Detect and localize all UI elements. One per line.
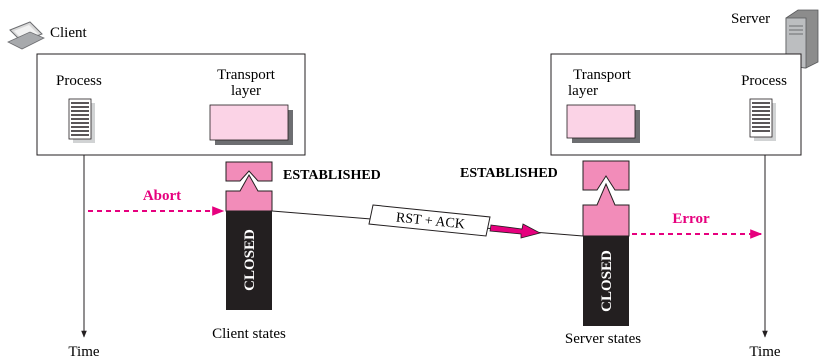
client-label: Client (50, 25, 87, 41)
server-transport-label-line2: layer (568, 83, 598, 99)
client-established-label: ESTABLISHED (283, 168, 381, 183)
server-transport-layer-box (566, 104, 640, 143)
rst-ack-label: RST + ACK (395, 211, 465, 233)
client-closed-label: CLOSED (242, 229, 258, 291)
error-label: Error (672, 211, 710, 227)
server-process-label: Process (741, 73, 787, 89)
server-closed-state-block (583, 236, 629, 326)
client-transport-label-line2: layer (231, 83, 261, 99)
server-established-label: ESTABLISHED (460, 166, 558, 181)
client-established-state-block (225, 161, 273, 212)
server-label: Server (731, 11, 770, 27)
server-process-document-icon (749, 98, 776, 141)
client-closed-state-block (226, 211, 272, 310)
laptop-icon (7, 21, 45, 50)
client-transport-label-line1: Transport (217, 67, 276, 83)
client-transport-layer-box (209, 104, 293, 145)
segment-arrow-icon (489, 223, 542, 239)
server-closed-label: CLOSED (599, 250, 615, 312)
client-states-label: Client states (212, 326, 286, 342)
client-time-label: Time (68, 344, 99, 360)
abort-label: Abort (143, 188, 181, 204)
server-established-state-block (582, 160, 630, 237)
rst-ack-label-box (368, 204, 491, 237)
server-time-label: Time (749, 344, 780, 360)
client-process-document-icon (68, 98, 95, 143)
server-states-label: Server states (565, 331, 641, 347)
client-process-label: Process (56, 73, 102, 89)
server-transport-label-line1: Transport (573, 67, 632, 83)
